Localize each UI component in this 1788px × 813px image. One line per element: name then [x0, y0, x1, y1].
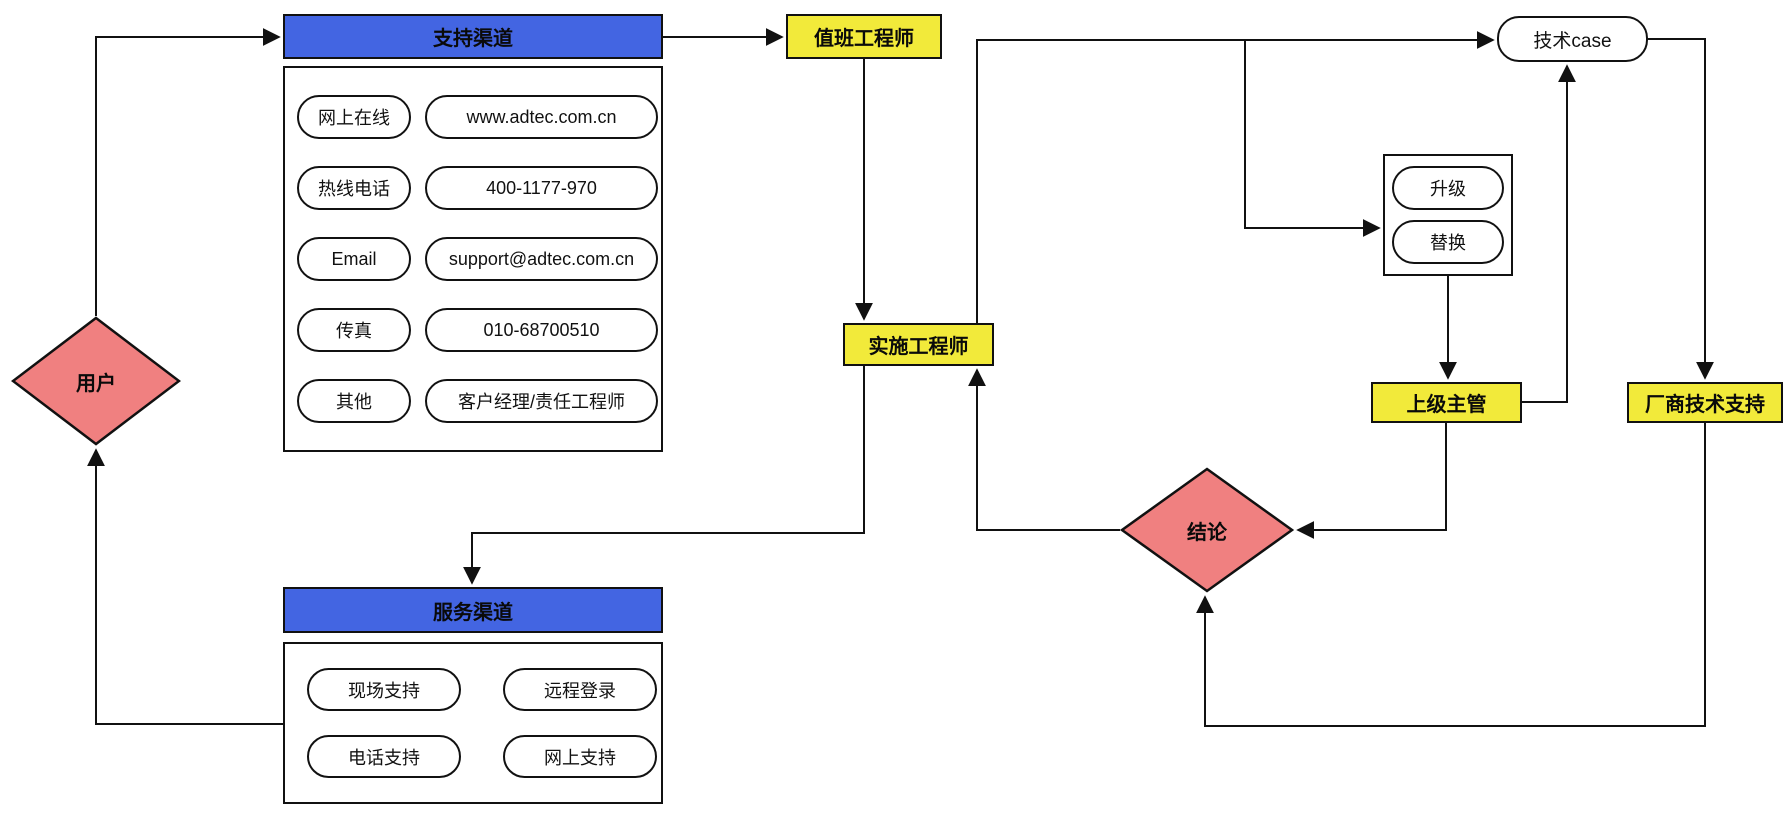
supervisor-node: 上级主管 [1371, 382, 1522, 423]
channel-value-pill: support@adtec.com.cn [425, 237, 658, 281]
channel-value-pill: 客户经理/责任工程师 [425, 379, 658, 423]
conclusion-label: 结论 [1187, 521, 1227, 544]
channel-row: 其他 客户经理/责任工程师 [285, 379, 661, 423]
edge-supervisor-to-techcase [1522, 64, 1576, 403]
edge-vendor-to-conclusion [1196, 423, 1706, 727]
impl-engineer-label: 实施工程师 [868, 336, 969, 358]
vendor-support-label: 厂商技术支持 [1645, 394, 1765, 416]
duty-engineer-label: 值班工程师 [814, 28, 914, 50]
duty-engineer-node: 值班工程师 [786, 14, 942, 59]
support-channels-title: 支持渠道 [433, 28, 513, 50]
channel-value-pill: 400-1177-970 [425, 166, 658, 210]
channel-row: Email support@adtec.com.cn [285, 237, 661, 281]
channel-type-pill: 传真 [297, 308, 411, 352]
channel-value-pill: 010-68700510 [425, 308, 658, 352]
service-option-pill: 电话支持 [307, 735, 461, 778]
edge-techcase-to-vendor [1648, 38, 1714, 380]
channel-row: 传真 010-68700510 [285, 308, 661, 352]
edge-user-to-support [95, 28, 281, 316]
service-channels-title: 服务渠道 [433, 601, 513, 624]
channel-row: 网上在线 www.adtec.com.cn [285, 95, 661, 139]
service-row: 现场支持 远程登录 [285, 668, 661, 711]
tech-case-label: 技术case [1533, 30, 1612, 52]
channel-row: 热线电话 400-1177-970 [285, 166, 661, 210]
service-channels-header: 服务渠道 [283, 587, 663, 633]
service-option-pill: 网上支持 [503, 735, 657, 778]
channel-type-pill: 网上在线 [297, 95, 411, 139]
supervisor-label: 上级主管 [1406, 394, 1487, 416]
conclusion-diamond-shape [1120, 467, 1294, 593]
edge-impl-to-service [463, 366, 865, 585]
user-node: 用户 [11, 316, 181, 446]
conclusion-node: 结论 [1120, 467, 1294, 593]
support-channels-panel: 网上在线 www.adtec.com.cn 热线电话 400-1177-970 … [283, 66, 663, 452]
edge-service-to-user [87, 448, 283, 725]
channel-type-pill: 其他 [297, 379, 411, 423]
edge-branch-to-escalation [1244, 40, 1381, 237]
user-label: 用户 [76, 372, 116, 395]
channel-value-pill: www.adtec.com.cn [425, 95, 658, 139]
impl-engineer-node: 实施工程师 [843, 323, 994, 366]
edge-conclusion-to-impl [968, 368, 1120, 531]
service-row: 电话支持 网上支持 [285, 735, 661, 778]
edge-impl-to-techcase [976, 31, 1495, 323]
edge-supervisor-to-conclusion [1296, 423, 1447, 539]
upgrade-pill: 升级 [1392, 166, 1504, 210]
support-channels-header: 支持渠道 [283, 14, 663, 59]
escalation-panel: 升级 替换 [1383, 154, 1513, 276]
user-diamond-shape [11, 316, 181, 446]
channel-type-pill: 热线电话 [297, 166, 411, 210]
tech-case-node: 技术case [1497, 16, 1648, 62]
vendor-support-node: 厂商技术支持 [1627, 382, 1783, 423]
service-option-pill: 远程登录 [503, 668, 657, 711]
service-option-pill: 现场支持 [307, 668, 461, 711]
service-channels-panel: 现场支持 远程登录 电话支持 网上支持 [283, 642, 663, 804]
channel-type-pill: Email [297, 237, 411, 281]
replace-pill: 替换 [1392, 220, 1504, 264]
